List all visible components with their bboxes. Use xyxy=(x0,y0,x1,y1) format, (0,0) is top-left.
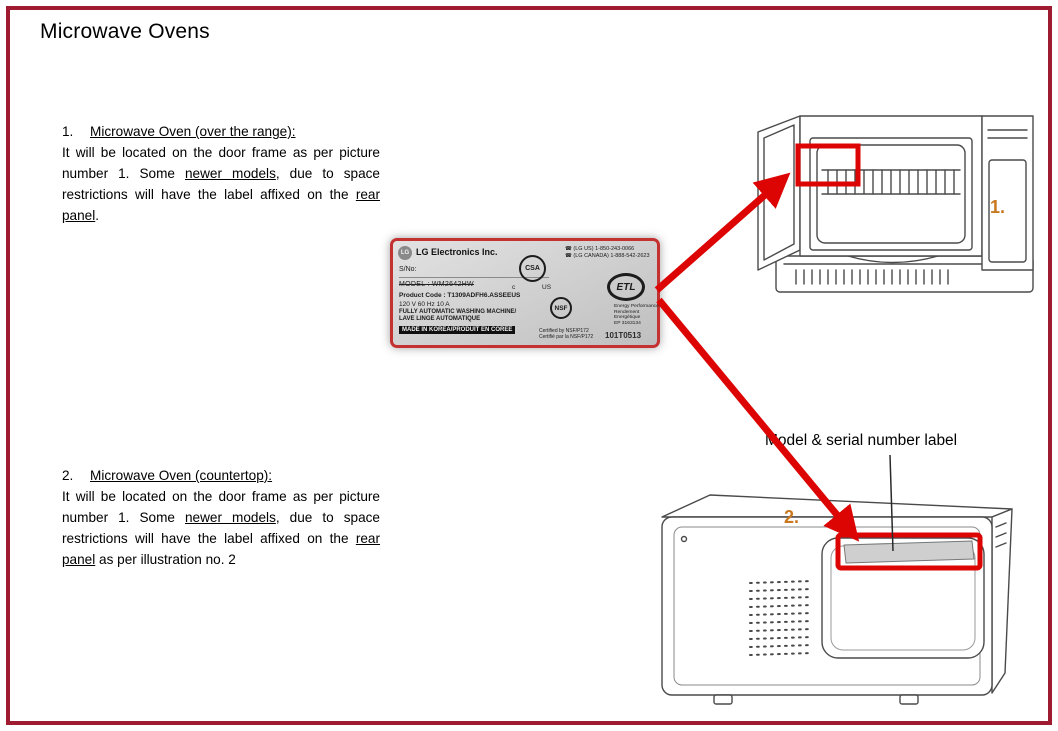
energy-line-2: Rendement xyxy=(614,309,640,315)
label-location-highlight-1 xyxy=(795,143,861,187)
underlined-text: newer models xyxy=(185,166,276,181)
section-1-heading-row: 1. Microwave Oven (over the range): xyxy=(62,121,380,142)
figure-1-number: 1. xyxy=(990,197,1006,217)
serial-caption: S/No: xyxy=(399,266,417,273)
control-panel xyxy=(981,115,1034,271)
serial-label-strip xyxy=(843,540,975,564)
country-of-origin: MADE IN KOREA/PRODUIT EN COREE xyxy=(399,326,516,334)
rear-vent-grid xyxy=(749,580,813,656)
certified-fr: Certifié par la NSF/P172 xyxy=(539,334,594,340)
csa-mark-icon: CSA xyxy=(519,255,546,282)
appliance-type-en: FULLY AUTOMATIC WASHING MACHINE/ xyxy=(399,309,517,315)
energy-line-4: EP 3163134 xyxy=(614,321,641,327)
etl-mark-icon: ETL xyxy=(607,273,645,301)
vent-slots xyxy=(795,269,949,285)
model-number-redacted: MODEL : WM2642HW xyxy=(399,281,474,288)
model-serial-label-image: LG LG Electronics Inc. S/No: MODEL : WM2… xyxy=(390,238,660,348)
energy-line-3: Energétique xyxy=(614,315,641,321)
section-2-heading-row: 2. Microwave Oven (countertop): xyxy=(62,465,380,486)
body-text: It will be located on the door frame as … xyxy=(62,145,380,181)
body-text: It will be located on the door frame as … xyxy=(62,489,380,525)
energy-performance-block: Energy Performance Rendement Energétique… xyxy=(614,304,659,327)
oven-cavity xyxy=(816,144,966,244)
label-callout-text: Model & serial number label xyxy=(765,432,958,449)
screw xyxy=(680,535,688,543)
section-countertop: 2. Microwave Oven (countertop): It will b… xyxy=(62,465,380,570)
underlined-text: rear panel xyxy=(62,187,380,223)
countertop-microwave-drawing xyxy=(661,494,1013,705)
section-2-number: 2. xyxy=(62,468,74,483)
section-1-number: 1. xyxy=(62,124,74,139)
phone-canada: ☎ (LG CANADA) 1-888-542-2623 xyxy=(565,253,650,259)
section-2-heading: Microwave Oven (countertop): xyxy=(90,468,273,483)
section-1-heading: Microwave Oven (over the range): xyxy=(90,124,296,139)
door-handle xyxy=(847,255,939,264)
body-text: , due to space restrictions will have th… xyxy=(62,166,380,202)
certified-en: Certified by NSF/P172 xyxy=(539,328,589,334)
appliance-type-fr: LAVE LINGE AUTOMATIQUE xyxy=(399,316,481,322)
figure-2-number: 2. xyxy=(784,507,800,527)
label-divider-line xyxy=(399,277,549,278)
section-over-the-range: 1. Microwave Oven (over the range): It wi… xyxy=(62,121,380,226)
label-location-highlight-2 xyxy=(835,532,983,571)
energy-line-1: Energy Performance xyxy=(614,304,659,309)
section-1-body: It will be located on the door frame as … xyxy=(62,142,380,226)
underlined-text: rear panel xyxy=(62,531,380,567)
body-text: , due to space restrictions will have th… xyxy=(62,510,380,546)
product-code: Product Code : T1309ADFH6.ASSEEUS xyxy=(399,292,521,299)
underlined-text: newer models xyxy=(185,510,276,525)
nsf-mark-icon: NSF xyxy=(550,297,572,319)
page-title: Microwave Ovens xyxy=(40,20,210,43)
body-text: as per illustration no. 2 xyxy=(95,552,236,567)
lg-logo: LG xyxy=(398,246,412,260)
top-face xyxy=(661,494,1013,518)
right-face xyxy=(991,508,1013,694)
phone-us: ☎ (LG US) 1-850-243-0066 xyxy=(565,246,635,252)
csa-us-text: US xyxy=(542,284,552,291)
electrical-rating: 120 V 60 Hz 10 A xyxy=(399,301,450,308)
foot xyxy=(899,694,919,705)
body-text: . xyxy=(95,208,100,223)
section-2-body: It will be located on the door frame as … xyxy=(62,486,380,570)
over-the-range-microwave-drawing xyxy=(757,115,1034,293)
foot xyxy=(713,694,733,705)
print-code: 101T0513 xyxy=(605,331,642,340)
csa-c-text: c xyxy=(512,284,516,291)
brand-text: LG Electronics Inc. xyxy=(416,247,498,257)
